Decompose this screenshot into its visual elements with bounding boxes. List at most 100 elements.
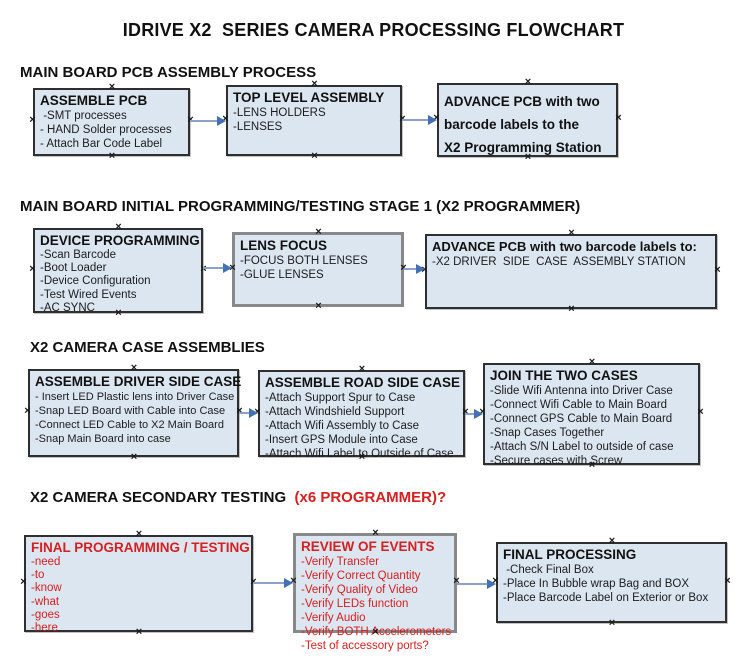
flow-box-final-programming-testing[interactable]: FINAL PROGRAMMING / TESTING -need-to-kno… bbox=[20, 529, 256, 638]
flow-box-assemble-road-side-case[interactable]: ASSEMBLE ROAD SIDE CASE -Attach Support … bbox=[254, 364, 468, 463]
flow-box-items: -FOCUS BOTH LENSES-GLUE LENSES bbox=[240, 254, 397, 282]
box-item: -Attach Support Spur to Case bbox=[265, 392, 416, 404]
flow-box-title: LENS FOCUS bbox=[240, 238, 328, 253]
flow-box-title: REVIEW OF EVENTS bbox=[301, 539, 435, 554]
box-item: -Device Configuration bbox=[40, 275, 151, 288]
flow-box-items: -SMT processes- HAND Solder processes- A… bbox=[40, 109, 184, 151]
flow-arrow-icon[interactable] bbox=[203, 263, 232, 273]
connector-anchor-icon: × bbox=[130, 362, 138, 374]
box-item: -Attach Wifi Label to Outside of Case bbox=[265, 448, 454, 460]
box-item: -know bbox=[31, 582, 62, 595]
box-item: -Attach Windshield Support bbox=[265, 406, 405, 418]
flow-box-assemble-pcb[interactable]: ASSEMBLE PCB -SMT processes - HAND Solder… bbox=[29, 82, 193, 162]
flow-box-title: ASSEMBLE ROAD SIDE CASE bbox=[265, 375, 461, 390]
connector-anchor-icon: × bbox=[29, 262, 36, 275]
connector-anchor-icon: × bbox=[372, 527, 379, 539]
box-item: -SMT processes bbox=[40, 110, 127, 122]
section-heading-red-part: (x6 PROGRAMMER)? bbox=[294, 489, 447, 506]
box-item: -Place In Bubble wrap Bag and BOX bbox=[503, 578, 690, 590]
box-item: -Place Barcode Label on Exterior or Box bbox=[503, 592, 709, 604]
connector-anchor-icon: × bbox=[568, 227, 575, 239]
connector-anchor-icon: × bbox=[724, 574, 731, 587]
box-item: -Boot Loader bbox=[40, 262, 107, 275]
box-item: -Verify Correct Quantity bbox=[301, 570, 421, 582]
connector-anchor-icon: × bbox=[108, 150, 116, 162]
flow-box-title: FINAL PROGRAMMING / TESTING bbox=[31, 540, 250, 555]
flow-box-title: TOP LEVEL ASSEMBLY bbox=[233, 90, 385, 105]
flow-box-title: ADVANCE PCB with two barcode labels to t… bbox=[444, 94, 602, 155]
connector-anchor-icon: × bbox=[24, 405, 31, 417]
flow-arrow-icon[interactable] bbox=[190, 116, 226, 126]
flow-box-title: ADVANCE PCB with two barcode labels to: bbox=[432, 239, 697, 254]
box-item: -need bbox=[31, 556, 61, 568]
flow-box-final-processing[interactable]: FINAL PROCESSING -Check Final Box-Place … bbox=[492, 536, 730, 629]
flow-arrow-icon[interactable] bbox=[402, 115, 437, 125]
connector-anchor-icon: × bbox=[608, 617, 616, 629]
connector-anchor-icon: × bbox=[20, 575, 27, 588]
box-item: -Verify Audio bbox=[301, 612, 366, 624]
box-item: -Verify Quality of Video bbox=[301, 584, 418, 596]
flow-box-items: -Check Final Box -Place In Bubble wrap Ba… bbox=[503, 563, 721, 605]
flow-arrow-icon[interactable] bbox=[465, 409, 483, 419]
section-heading-case-assemblies: X2 CAMERA CASE ASSEMBLIES bbox=[30, 339, 265, 356]
flow-box-items: - Insert LED Plastic lens into Driver Ca… bbox=[35, 390, 235, 446]
box-item: -Attach S/N Label to outside of case bbox=[490, 441, 674, 453]
flow-box-top-level-assembly[interactable]: TOP LEVEL ASSEMBLY -LENS HOLDERS-LENSES … bbox=[222, 79, 405, 162]
box-item: - HAND Solder processes bbox=[40, 124, 172, 136]
box-item: -what bbox=[31, 595, 60, 608]
section-heading-black-part: X2 CAMERA SECONDARY TESTING bbox=[30, 489, 295, 506]
connector-anchor-icon: × bbox=[315, 300, 322, 312]
connector-anchor-icon: × bbox=[311, 78, 318, 90]
flow-arrow-icon[interactable] bbox=[253, 578, 293, 588]
section-heading-secondary-testing: X2 CAMERA SECONDARY TESTING (x6 PROGRAMM… bbox=[30, 489, 446, 506]
connector-anchor-icon: × bbox=[29, 114, 36, 126]
connector-anchor-icon: × bbox=[115, 221, 122, 233]
page-title: IDRIVE X2 SERIES CAMERA PROCESSING FLOWC… bbox=[122, 20, 625, 40]
flow-box-title: ASSEMBLE PCB bbox=[40, 93, 148, 108]
flow-arrow-icon[interactable] bbox=[457, 579, 496, 589]
flow-box-device-programming[interactable]: DEVICE PROGRAMMING -Scan Barcode-Boot Lo… bbox=[29, 222, 206, 319]
box-item: -Connect Wifi Cable to Main Board bbox=[490, 399, 668, 411]
box-item: -X2 DRIVER SIDE CASE ASSEMBLY STATION bbox=[432, 256, 686, 268]
connector-anchor-icon: × bbox=[315, 226, 322, 238]
box-item: -LENS HOLDERS bbox=[233, 107, 326, 119]
connector-anchor-icon: × bbox=[311, 150, 318, 162]
box-item: -AC SYNC bbox=[40, 301, 95, 314]
flow-box-assemble-driver-side-case[interactable]: ASSEMBLE DRIVER SIDE CASE - Insert LED P… bbox=[24, 363, 242, 463]
connector-anchor-icon: × bbox=[714, 263, 721, 276]
flow-box-review-of-events[interactable]: REVIEW OF EVENTS -Verify Transfer-Verify… bbox=[290, 528, 459, 653]
connector-anchor-icon: × bbox=[135, 528, 143, 540]
box-item: -Verify LEDs function bbox=[301, 598, 409, 610]
connector-anchor-icon: × bbox=[358, 363, 366, 375]
box-item: -Snap LED Board with Cable into Case bbox=[35, 405, 226, 417]
box-item: -Test of accessory ports? bbox=[301, 640, 429, 652]
flow-box-join-the-two-cases[interactable]: JOIN THE TWO CASES -Slide Wifi Antenna i… bbox=[479, 357, 703, 471]
box-item: -Snap Cases Together bbox=[490, 427, 605, 439]
box-item: -goes bbox=[31, 608, 60, 621]
flow-box-title: ASSEMBLE DRIVER SIDE CASE bbox=[35, 374, 242, 389]
connector-anchor-icon: × bbox=[524, 76, 532, 88]
connector-anchor-icon: × bbox=[108, 81, 116, 93]
box-item: -Connect LED Cable to X2 Main Board bbox=[35, 419, 224, 431]
flow-box-lens-focus[interactable]: LENS FOCUS -FOCUS BOTH LENSES-GLUE LENSE… bbox=[229, 227, 406, 312]
flow-box-items: -X2 DRIVER SIDE CASE ASSEMBLY STATION bbox=[432, 255, 711, 269]
box-item: -Secure cases with Screw bbox=[490, 455, 623, 467]
flow-box-items: -Verify Transfer -Verify Correct Quantity… bbox=[301, 555, 451, 653]
box-item: -Test Wired Events bbox=[40, 288, 137, 301]
flow-box-advance-pcb-driver-side-station[interactable]: ADVANCE PCB with two barcode labels to: … bbox=[421, 228, 720, 315]
box-item: -Snap Main Board into case bbox=[35, 433, 171, 445]
flow-box-advance-pcb-programming-station[interactable]: ADVANCE PCB with two barcode labels to t… bbox=[433, 77, 621, 163]
flow-box-title: JOIN THE TWO CASES bbox=[490, 368, 638, 383]
connector-anchor-icon: × bbox=[615, 112, 622, 124]
flow-box-items: -Attach Support Spur to Case -Attach Wind… bbox=[265, 391, 459, 461]
flow-arrow-icon[interactable] bbox=[404, 264, 425, 274]
connector-anchor-icon: × bbox=[608, 535, 616, 547]
box-item: - Insert LED Plastic lens into Driver Ca… bbox=[35, 391, 235, 403]
flow-arrow-icon[interactable] bbox=[239, 408, 258, 418]
section-heading-pcb-assembly: MAIN BOARD PCB ASSEMBLY PROCESS bbox=[20, 64, 317, 81]
box-item: -here bbox=[31, 622, 58, 635]
flow-box-items: -Scan Barcode-Boot Loader-Device Configu… bbox=[40, 249, 197, 315]
box-item: -Verify Transfer bbox=[301, 556, 379, 568]
box-item: -Check Final Box bbox=[503, 564, 594, 576]
